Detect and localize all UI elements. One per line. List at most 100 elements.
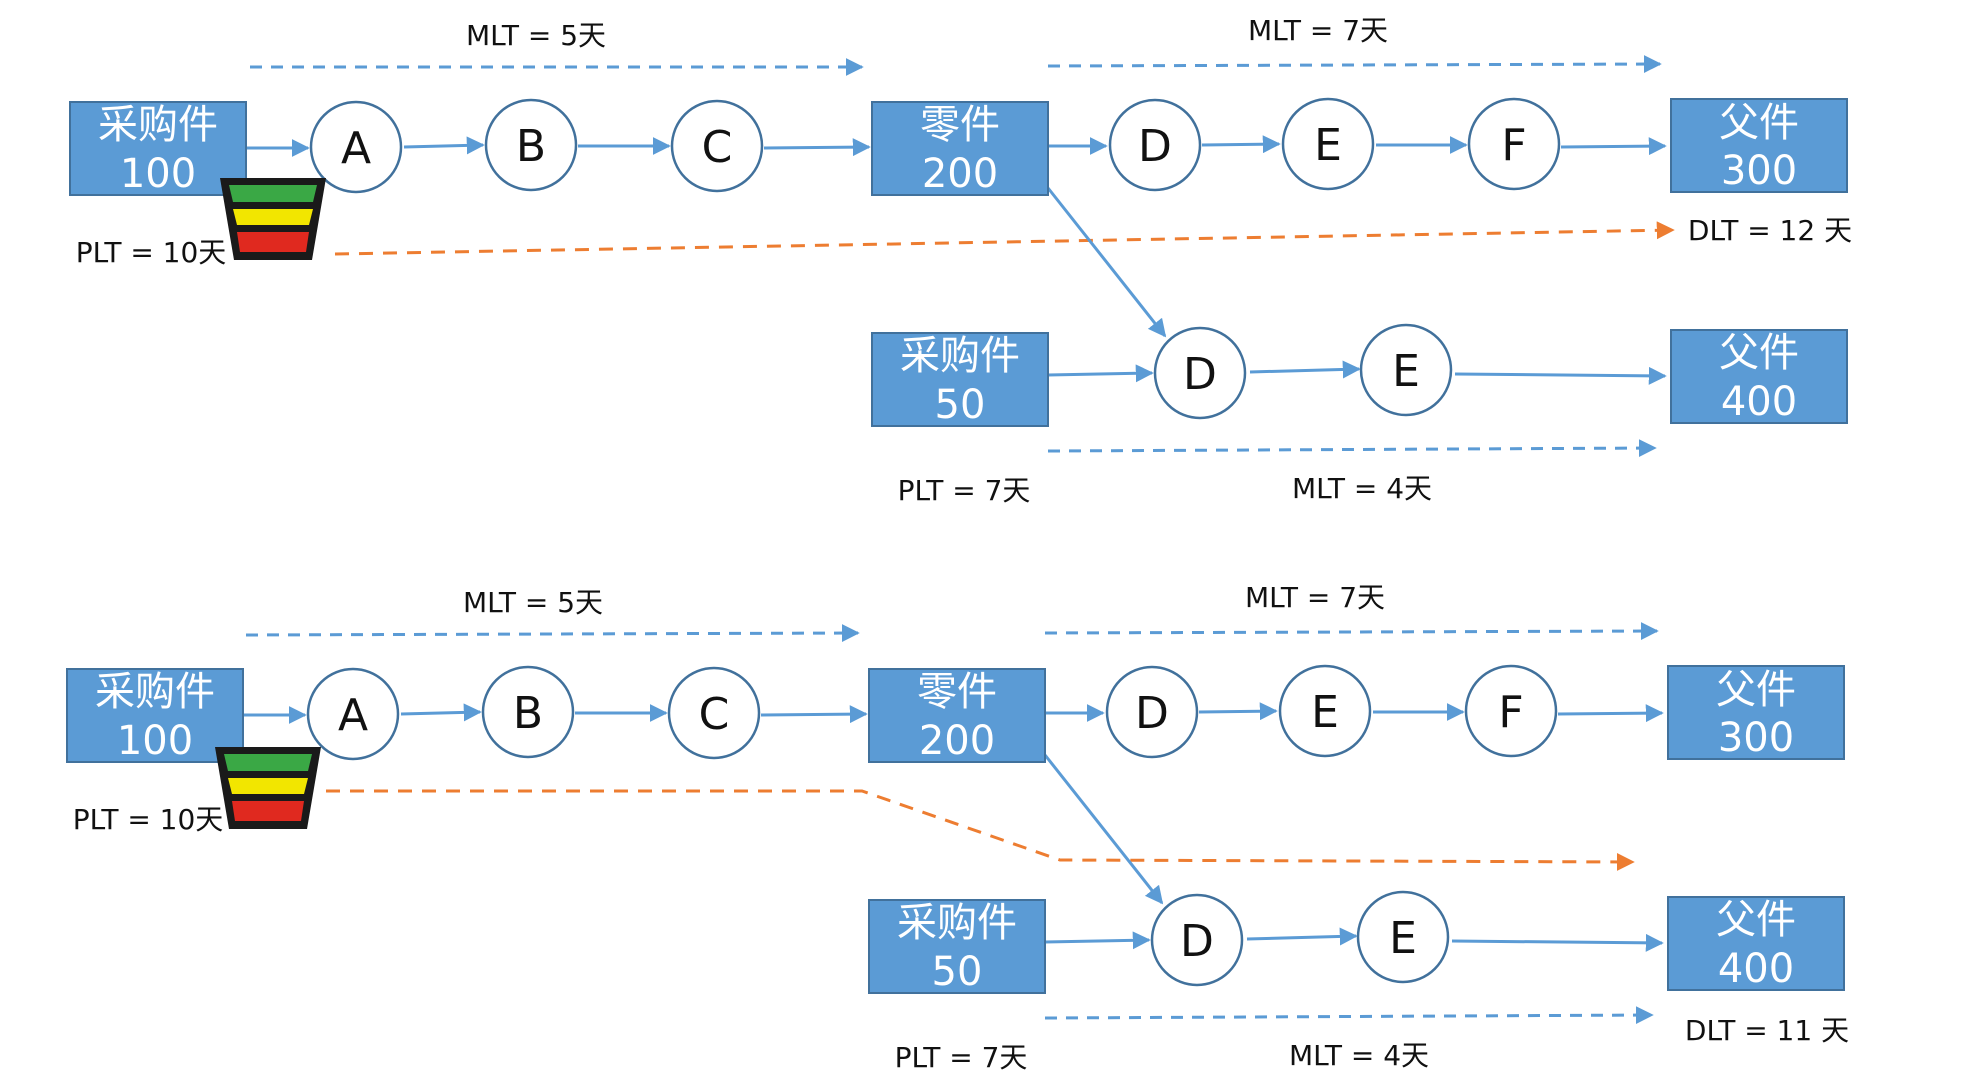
dlt-label: DLT = 12 天 (1688, 214, 1852, 247)
flow-arrow (403, 136, 485, 155)
svg-text:F: F (1501, 120, 1526, 171)
operation-node-c: C (667, 666, 761, 760)
operation-node-d: D (1105, 665, 1199, 759)
mlt-span-line-2 (1044, 622, 1659, 641)
operation-node-e-lower: E (1359, 323, 1453, 417)
box-name: 零件 (920, 102, 1000, 148)
plt-label: PLT = 10天 (76, 236, 227, 269)
operation-node-d-lower: D (1150, 893, 1244, 987)
box-name: 父件 (1716, 897, 1796, 943)
svg-text:E: E (1314, 120, 1342, 171)
svg-text:E: E (1389, 913, 1417, 964)
box-quantity: 50 (935, 382, 986, 428)
purchase-part-100-box: 采购件 100 (69, 101, 247, 197)
plt-lower-label: PLT = 7天 (895, 1041, 1028, 1074)
parent-part-300-box: 父件 300 (1667, 665, 1845, 761)
component-200-box: 零件 200 (868, 668, 1046, 764)
svg-text:A: A (338, 690, 368, 741)
operation-node-e: E (1281, 97, 1375, 191)
plt-label: PLT = 10天 (73, 803, 224, 836)
flow-arrow (1046, 187, 1167, 338)
svg-text:B: B (513, 688, 543, 739)
operation-node-f: F (1467, 97, 1561, 191)
operation-node-e-lower: E (1356, 890, 1450, 984)
component-200-box: 零件 200 (871, 101, 1049, 197)
panel-bottom: 采购件 100 零件 200 父件 300 采购件 50 父件 400 A (66, 581, 1849, 1074)
mlt-lower-label: MLT = 4天 (1292, 472, 1432, 505)
dlt-label: DLT = 11 天 (1685, 1014, 1849, 1047)
purchase-part-50-box: 采购件 50 (868, 899, 1046, 995)
flow-arrow (1043, 754, 1164, 905)
mlt-label-abc: MLT = 5天 (466, 19, 606, 52)
operation-node-f: F (1464, 664, 1558, 758)
box-name: 零件 (917, 669, 997, 715)
flow-arrow (1557, 704, 1664, 723)
box-name: 父件 (1716, 667, 1796, 713)
operation-node-d: D (1108, 98, 1202, 192)
box-name: 父件 (1719, 100, 1799, 146)
mlt-label-def: MLT = 7天 (1248, 14, 1388, 47)
mlt-label-def: MLT = 7天 (1245, 581, 1385, 614)
plt-lower-label: PLT = 7天 (898, 474, 1031, 507)
flow-arrow (760, 705, 868, 724)
flow-arrow (763, 138, 871, 157)
operation-node-b: B (481, 665, 575, 759)
buffer-icon (215, 747, 321, 829)
flow-arrow (1044, 931, 1151, 950)
flow-arrow (400, 703, 482, 722)
svg-text:B: B (516, 121, 546, 172)
parent-part-300-box: 父件 300 (1670, 98, 1848, 194)
box-name: 采购件 (98, 102, 218, 148)
parent-part-400-box: 父件 400 (1667, 896, 1845, 992)
box-quantity: 400 (1718, 946, 1794, 992)
svg-text:C: C (699, 689, 730, 740)
box-quantity: 50 (932, 949, 983, 995)
dlt-span-line (334, 221, 1675, 256)
box-name: 采购件 (900, 333, 1020, 379)
mlt-label-abc: MLT = 5天 (463, 586, 603, 619)
box-quantity: 300 (1718, 715, 1794, 761)
mlt-span-line-2 (1047, 55, 1662, 74)
box-quantity: 100 (117, 718, 193, 764)
operation-node-e: E (1278, 664, 1372, 758)
mlt-lower-label: MLT = 4天 (1289, 1039, 1429, 1072)
mlt-lower-span-line (1044, 1006, 1654, 1025)
parent-part-400-box: 父件 400 (1670, 329, 1848, 425)
flow-arrow (1454, 366, 1667, 385)
svg-text:D: D (1135, 688, 1169, 739)
dlt-span-line (326, 789, 1635, 871)
flow-arrow (1249, 360, 1361, 379)
box-quantity: 200 (922, 151, 998, 197)
svg-text:C: C (702, 122, 733, 173)
box-quantity: 100 (120, 151, 196, 197)
mlt-span-line-1 (245, 624, 860, 643)
flow-arrow (1047, 364, 1154, 383)
box-quantity: 400 (1721, 379, 1797, 425)
svg-text:D: D (1183, 349, 1217, 400)
svg-text:F: F (1498, 687, 1523, 738)
purchase-part-50-box: 采购件 50 (871, 332, 1049, 428)
operation-node-c: C (670, 99, 764, 193)
svg-text:A: A (341, 123, 371, 174)
box-name: 父件 (1719, 330, 1799, 376)
purchase-part-100-box: 采购件 100 (66, 668, 244, 764)
flow-arrow (1451, 933, 1664, 952)
flow-arrow (1246, 927, 1358, 946)
buffer-icon (220, 178, 326, 260)
svg-text:D: D (1138, 121, 1172, 172)
svg-text:E: E (1311, 687, 1339, 738)
mlt-lower-span-line (1047, 439, 1657, 458)
svg-text:D: D (1180, 916, 1214, 967)
operation-node-d-lower: D (1153, 326, 1247, 420)
operation-node-a: A (309, 100, 403, 194)
svg-text:E: E (1392, 346, 1420, 397)
flow-arrow (1201, 135, 1281, 154)
operation-node-a: A (306, 667, 400, 761)
box-quantity: 200 (919, 718, 995, 764)
box-name: 采购件 (95, 669, 215, 715)
flow-arrow (1198, 702, 1278, 721)
box-quantity: 300 (1721, 148, 1797, 194)
flow-arrow (1560, 137, 1667, 156)
panel-top: 采购件 100 零件 200 父件 300 采购件 50 父件 400 A (69, 14, 1852, 507)
